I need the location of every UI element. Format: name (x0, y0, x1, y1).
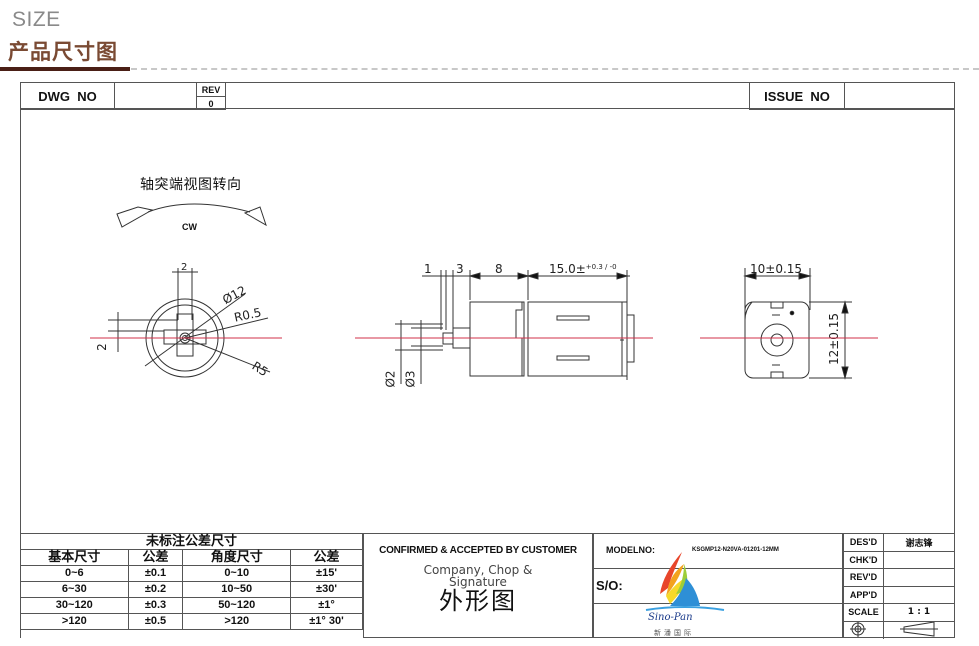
signoff-value (884, 552, 954, 569)
drawing-name: 外形图 (439, 587, 517, 615)
signoff-row-reviewed: REV'D (844, 569, 954, 587)
title-divider (131, 68, 979, 70)
end-view-width: 10±0.15 (750, 262, 803, 276)
cell: ±0.2 (127, 581, 184, 598)
rev-value: 0 (208, 98, 214, 109)
model-value: KSGMP12-N20VA-01201-12MM (692, 547, 779, 553)
cell: >120 (20, 613, 129, 630)
sail-logo-icon (645, 552, 725, 611)
rev-box: REV 0 (196, 82, 226, 110)
front-dim-top: 2 (181, 262, 188, 273)
signoff-key: SCALE (844, 604, 884, 621)
cell: ±30' (290, 581, 363, 598)
cell: ±0.3 (127, 597, 184, 614)
cell: 50~120 (182, 597, 291, 614)
rotation-arc (147, 203, 251, 213)
header-tolerance: 公差 (127, 549, 184, 566)
so-label: S/O: (596, 578, 623, 593)
title-underline (0, 67, 130, 71)
header-angle-size: 角度尺寸 (182, 549, 291, 566)
title-block-divider (20, 108, 955, 109)
page-title: 产品尺寸图 (8, 40, 118, 64)
rev-label: REV (197, 83, 225, 97)
side-dim-8: 8 (495, 262, 503, 276)
signoff-row-checked: CHK'D (844, 551, 954, 569)
table-row: >120 ±0.5 >120 ±1° 30' (20, 613, 363, 630)
cell: ±0.1 (127, 565, 184, 582)
cell: ±0.5 (127, 613, 184, 630)
logo-text: Sino-Pan (648, 612, 693, 623)
confirmation-subtext: Company, Chop & Signature (423, 563, 533, 589)
projection-cell (844, 621, 884, 639)
table-row: 6~30 ±0.2 10~50 ±30' (20, 581, 363, 598)
table-row: 30~120 ±0.3 50~120 ±1° (20, 597, 363, 614)
side-dim-15-tolerance: +0.3 / -0 (585, 263, 617, 271)
signoff-value (884, 587, 954, 604)
confirmation-heading: CONFIRMED & ACCEPTED BY CUSTOMER (379, 545, 577, 556)
cell: ±1° (290, 597, 363, 614)
cell: 0~6 (20, 565, 129, 582)
cell: ±15' (290, 565, 363, 582)
cell: 30~120 (20, 597, 129, 614)
cell: 6~30 (20, 581, 129, 598)
signoff-value: 1 : 1 (907, 607, 931, 618)
logo-subtext: 新潘国际 (654, 629, 694, 637)
rotation-direction: CW (182, 222, 197, 232)
tolerance-table-title: 未标注公差尺寸 (20, 533, 363, 550)
cell: >120 (182, 613, 291, 630)
signoff-key: REV'D (844, 569, 884, 586)
signoff-row-projection (844, 621, 954, 640)
rotation-title: 轴突端视图转向 (140, 177, 242, 193)
header-basic-size: 基本尺寸 (20, 549, 129, 566)
signoff-row-scale: SCALE 1 : 1 (844, 604, 954, 622)
cell: ±1° 30' (290, 613, 363, 630)
signoff-value (884, 569, 954, 586)
sino-pan-logo: Sino-Pan 新潘国际 (640, 548, 730, 643)
header-angle-tolerance: 公差 (290, 549, 363, 566)
cell: 10~50 (182, 581, 291, 598)
side-dim-3: 3 (456, 262, 464, 276)
issue-no-value (844, 82, 955, 110)
signoff-value: 谢志锋 (905, 538, 933, 549)
side-dim-1: 1 (424, 262, 432, 276)
tolerance-table: 未标注公差尺寸 基本尺寸 公差 角度尺寸 公差 0~6 ±0.1 0~10 ±1… (20, 533, 363, 630)
signoff-row-designed: DES'D 谢志锋 (844, 534, 954, 552)
signoff-row-approved: APP'D (844, 586, 954, 604)
size-label: SIZE (12, 8, 61, 31)
table-row: 0~6 ±0.1 0~10 ±15' (20, 565, 363, 582)
projection-cell (884, 622, 954, 640)
signoff-key: CHK'D (844, 551, 884, 568)
signoff-key: APP'D (844, 586, 884, 603)
signoff-block: DES'D 谢志锋 CHK'D REV'D APP'D SCALE 1 : 1 (843, 533, 955, 640)
side-dim-15: 15.0±+0.3 / -0 (549, 262, 617, 276)
drawing-frame (20, 82, 955, 638)
model-label: MODELNO: (606, 545, 655, 555)
projection-symbol-icon (850, 621, 938, 637)
issue-no-label: ISSUE NO (749, 82, 845, 110)
cell: 0~10 (182, 565, 291, 582)
customer-confirmation-box: CONFIRMED & ACCEPTED BY CUSTOMER Company… (363, 533, 593, 638)
tolerance-table-header: 基本尺寸 公差 角度尺寸 公差 (20, 549, 363, 566)
dwg-no-label: DWG NO (20, 82, 115, 110)
signoff-key: DES'D (844, 534, 884, 551)
model-box: MODELNO: KSGMP12-N20VA-01201-12MM S/O: (593, 533, 843, 638)
